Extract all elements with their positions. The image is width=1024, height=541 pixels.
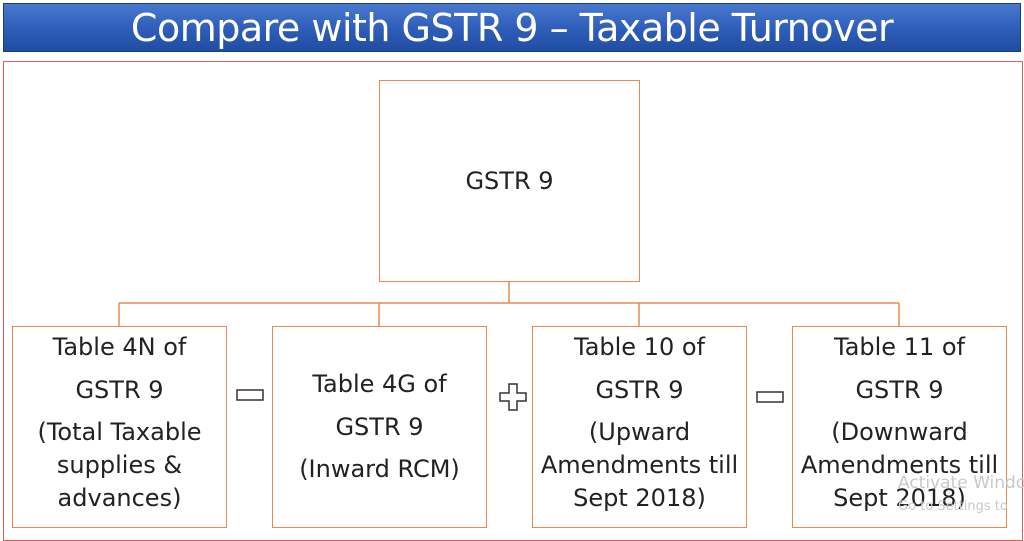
node-table-11-line4: Amendments till <box>800 450 999 479</box>
title-bar: Compare with GSTR 9 – Taxable Turnover <box>3 3 1021 52</box>
node-table-11-line3: (Downward <box>831 418 968 447</box>
activation-watermark-line1: Activate Windo <box>898 473 1024 493</box>
node-table-10-line1: Table 10 of <box>574 333 705 361</box>
node-table-11-line1: Table 11 of <box>834 333 965 361</box>
page-title: Compare with GSTR 9 – Taxable Turnover <box>130 5 894 50</box>
node-table-4n: Table 4N of GSTR 9 (Total Taxable suppli… <box>12 326 227 528</box>
minus-icon <box>756 391 784 403</box>
node-table-10-line3: (Upward <box>588 418 691 447</box>
node-table-11-line2: GSTR 9 <box>855 375 944 404</box>
minus-icon <box>236 389 264 401</box>
root-node-gstr9: GSTR 9 <box>379 80 640 282</box>
node-table-11-line5: Sept 2018) <box>833 483 966 512</box>
node-table-4n-line3: (Total Taxable <box>37 418 202 447</box>
node-table-4g: Table 4G of GSTR 9 (Inward RCM) <box>272 326 487 528</box>
plus-icon <box>499 383 527 411</box>
node-table-10-line2: GSTR 9 <box>595 375 684 404</box>
node-table-4g-line2: GSTR 9 <box>335 412 424 441</box>
node-table-4g-line3: (Inward RCM) <box>299 455 460 484</box>
root-node-label: GSTR 9 <box>465 166 554 195</box>
node-table-4n-line2: GSTR 9 <box>75 375 164 404</box>
node-table-10-line4: Amendments till <box>540 450 739 479</box>
node-table-4n-line4: supplies & <box>56 450 183 479</box>
node-table-4n-line5: advances) <box>57 483 182 512</box>
activation-watermark-line2: Go to Settings to <box>898 499 1008 514</box>
node-table-4g-line1: Table 4G of <box>312 370 447 399</box>
node-table-10-line5: Sept 2018) <box>573 483 706 512</box>
node-table-4n-line1: Table 4N of <box>52 333 187 361</box>
node-table-10: Table 10 of GSTR 9 (Upward Amendments ti… <box>532 326 747 528</box>
node-table-11: Table 11 of GSTR 9 (Downward Amendments … <box>792 326 1007 528</box>
